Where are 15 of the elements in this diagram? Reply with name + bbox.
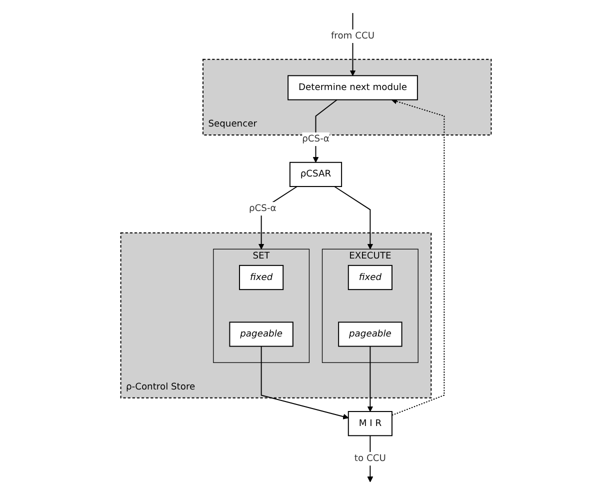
arrow xyxy=(260,346,349,420)
edge-label: ρCS-α xyxy=(249,203,276,214)
edge-label: ρCS-α xyxy=(302,134,330,144)
edge-label: from CCU xyxy=(330,30,375,42)
node-box: fixed xyxy=(239,264,284,290)
node-box: pageable xyxy=(229,322,294,347)
arrow xyxy=(334,186,374,250)
node-box: M I R xyxy=(348,411,392,436)
node-box: ρCSAR xyxy=(289,162,342,188)
node-box: pageable xyxy=(338,322,402,347)
arrow xyxy=(367,346,374,412)
node-box: Determine next module xyxy=(288,75,418,100)
arrow xyxy=(391,98,445,416)
edge-label: to CCU xyxy=(354,453,386,464)
node-box: fixed xyxy=(348,264,392,290)
